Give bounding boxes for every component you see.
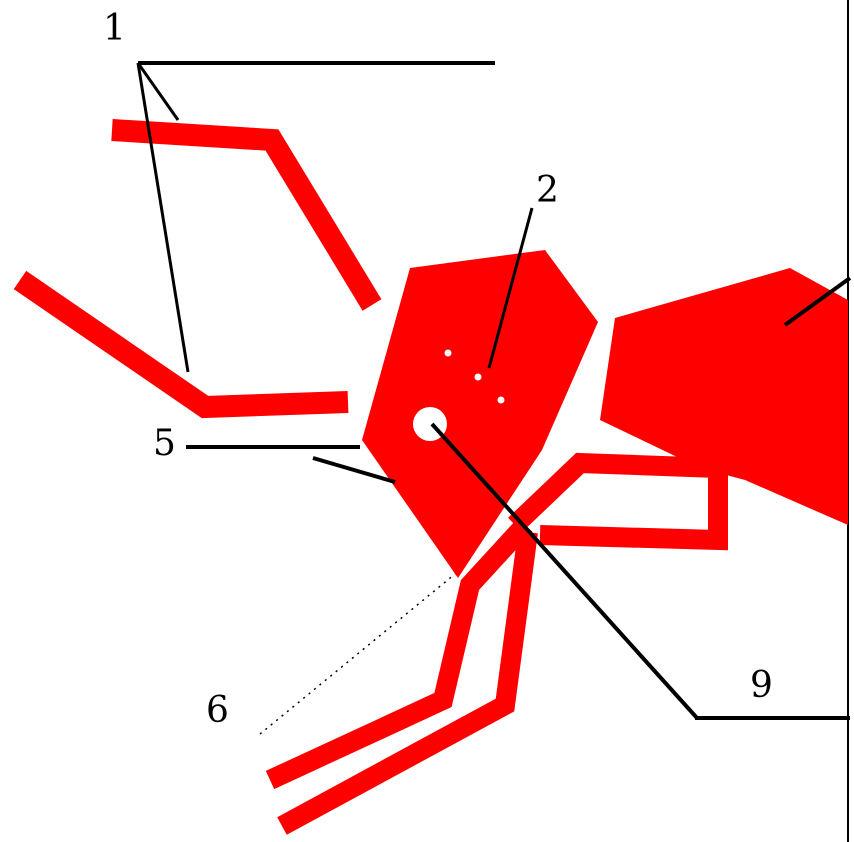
antenna-upper: [112, 130, 372, 305]
leader-line-1-to-lower-antenna: [138, 63, 188, 372]
head-spot: [498, 397, 505, 404]
label-6: 6: [206, 690, 229, 731]
head-spot: [475, 374, 482, 381]
head-spot: [445, 350, 452, 357]
label-9: 9: [750, 665, 773, 706]
mandible-loop: [515, 463, 718, 540]
label-5: 5: [153, 423, 176, 464]
label-2: 2: [536, 170, 559, 211]
label-1: 1: [103, 8, 126, 49]
leg-a: [270, 525, 525, 780]
